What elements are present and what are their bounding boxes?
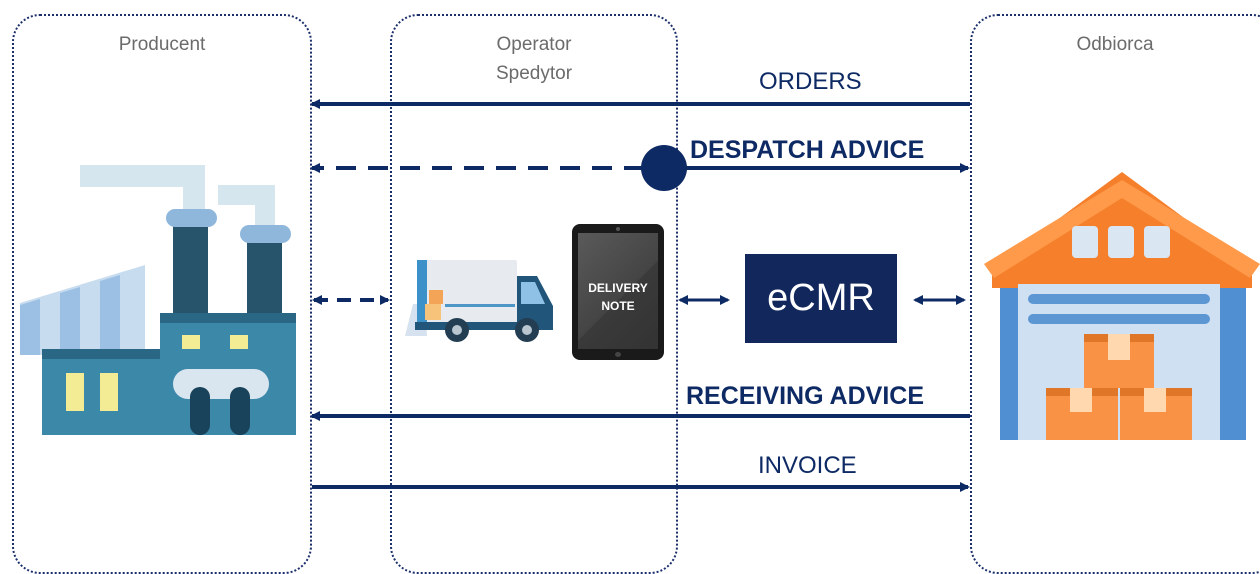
lane-title-producer: Producent (118, 34, 206, 55)
tablet-icon: DELIVERY NOTE (572, 224, 664, 360)
arrows-layer (310, 99, 970, 492)
delivery-note-line2: NOTE (601, 299, 635, 313)
orders-label: ORDERS (759, 68, 862, 95)
lane-title-operator: Operator Spedytor (390, 30, 678, 88)
receiving-advice-label: RECEIVING ADVICE (686, 382, 925, 410)
despatch-advice-label: DESPATCH ADVICE (690, 136, 925, 164)
lane-title-operator-line1: Operator (496, 34, 572, 55)
despatch-advice-node (641, 145, 687, 191)
lane-title-receiver: Odbiorca (1076, 34, 1154, 55)
lane-title-operator-line2: Spedytor (495, 63, 573, 84)
warehouse-icon (984, 172, 1260, 440)
delivery-truck-icon (405, 260, 553, 342)
delivery-note-line1: DELIVERY (588, 281, 648, 295)
ecmr-box: eCMR (745, 254, 897, 343)
delivery-note-text: DELIVERY NOTE (578, 279, 658, 315)
ecmr-label: eCMR (767, 277, 875, 319)
factory-icon (20, 165, 296, 435)
invoice-label: INVOICE (758, 452, 857, 479)
tablet-camera (616, 227, 620, 231)
tablet-home-button (615, 352, 621, 357)
tablet-screen: DELIVERY NOTE (578, 233, 658, 349)
